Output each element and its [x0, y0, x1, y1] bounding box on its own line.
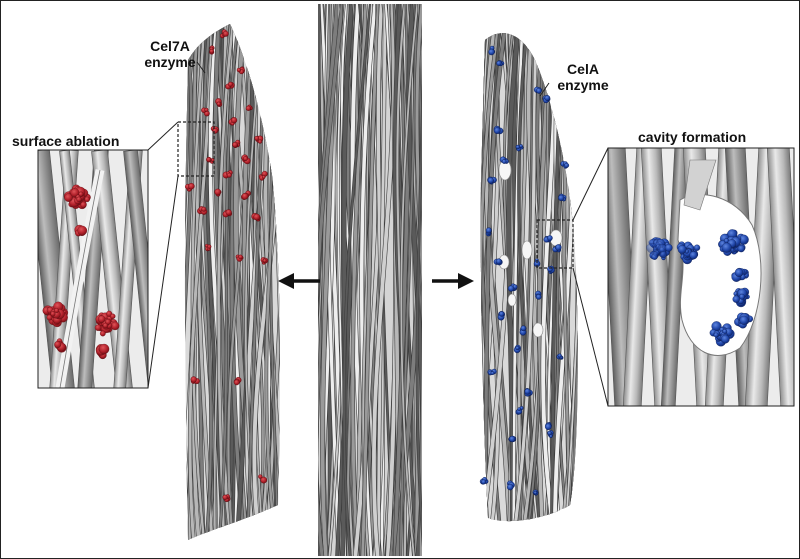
right-zoom-box [536, 219, 574, 269]
right-callout-line-bottom [572, 267, 609, 407]
right-callout-line-top [572, 147, 609, 221]
left-callout-line-bottom [147, 175, 179, 389]
cel7a-enzyme-label: Cel7A enzyme [130, 38, 210, 70]
cela-label-line2: enzyme [557, 77, 609, 94]
cavity-spots [498, 159, 563, 338]
arrow-right-icon [432, 273, 474, 289]
cel7a-label-line1: Cel7A [150, 38, 190, 54]
cela-degraded-fibril [480, 33, 578, 522]
cela-pointer-line [539, 82, 550, 97]
cel7a-label-line2: enzyme [144, 54, 196, 71]
surface-ablation-label: surface ablation [12, 133, 120, 149]
left-zoom-box [177, 121, 215, 177]
cela-enzyme-molecules [479, 45, 570, 496]
cavity-formation-label: cavity formation [638, 129, 747, 145]
cel7a-enzyme-molecules [184, 29, 269, 503]
cela-enzyme-label: CelA enzyme [543, 61, 623, 93]
cel7a-pointer-line [196, 61, 206, 74]
surface-ablation-inset [37, 149, 149, 389]
cavity-formation-inset [607, 147, 795, 407]
arrow-left-icon [278, 273, 320, 289]
cela-label-line1: CelA [567, 61, 599, 77]
left-callout-line-top [147, 121, 179, 151]
cel7a-degraded-fibril [184, 24, 280, 540]
intact-cellulose-fibril [318, 4, 422, 556]
